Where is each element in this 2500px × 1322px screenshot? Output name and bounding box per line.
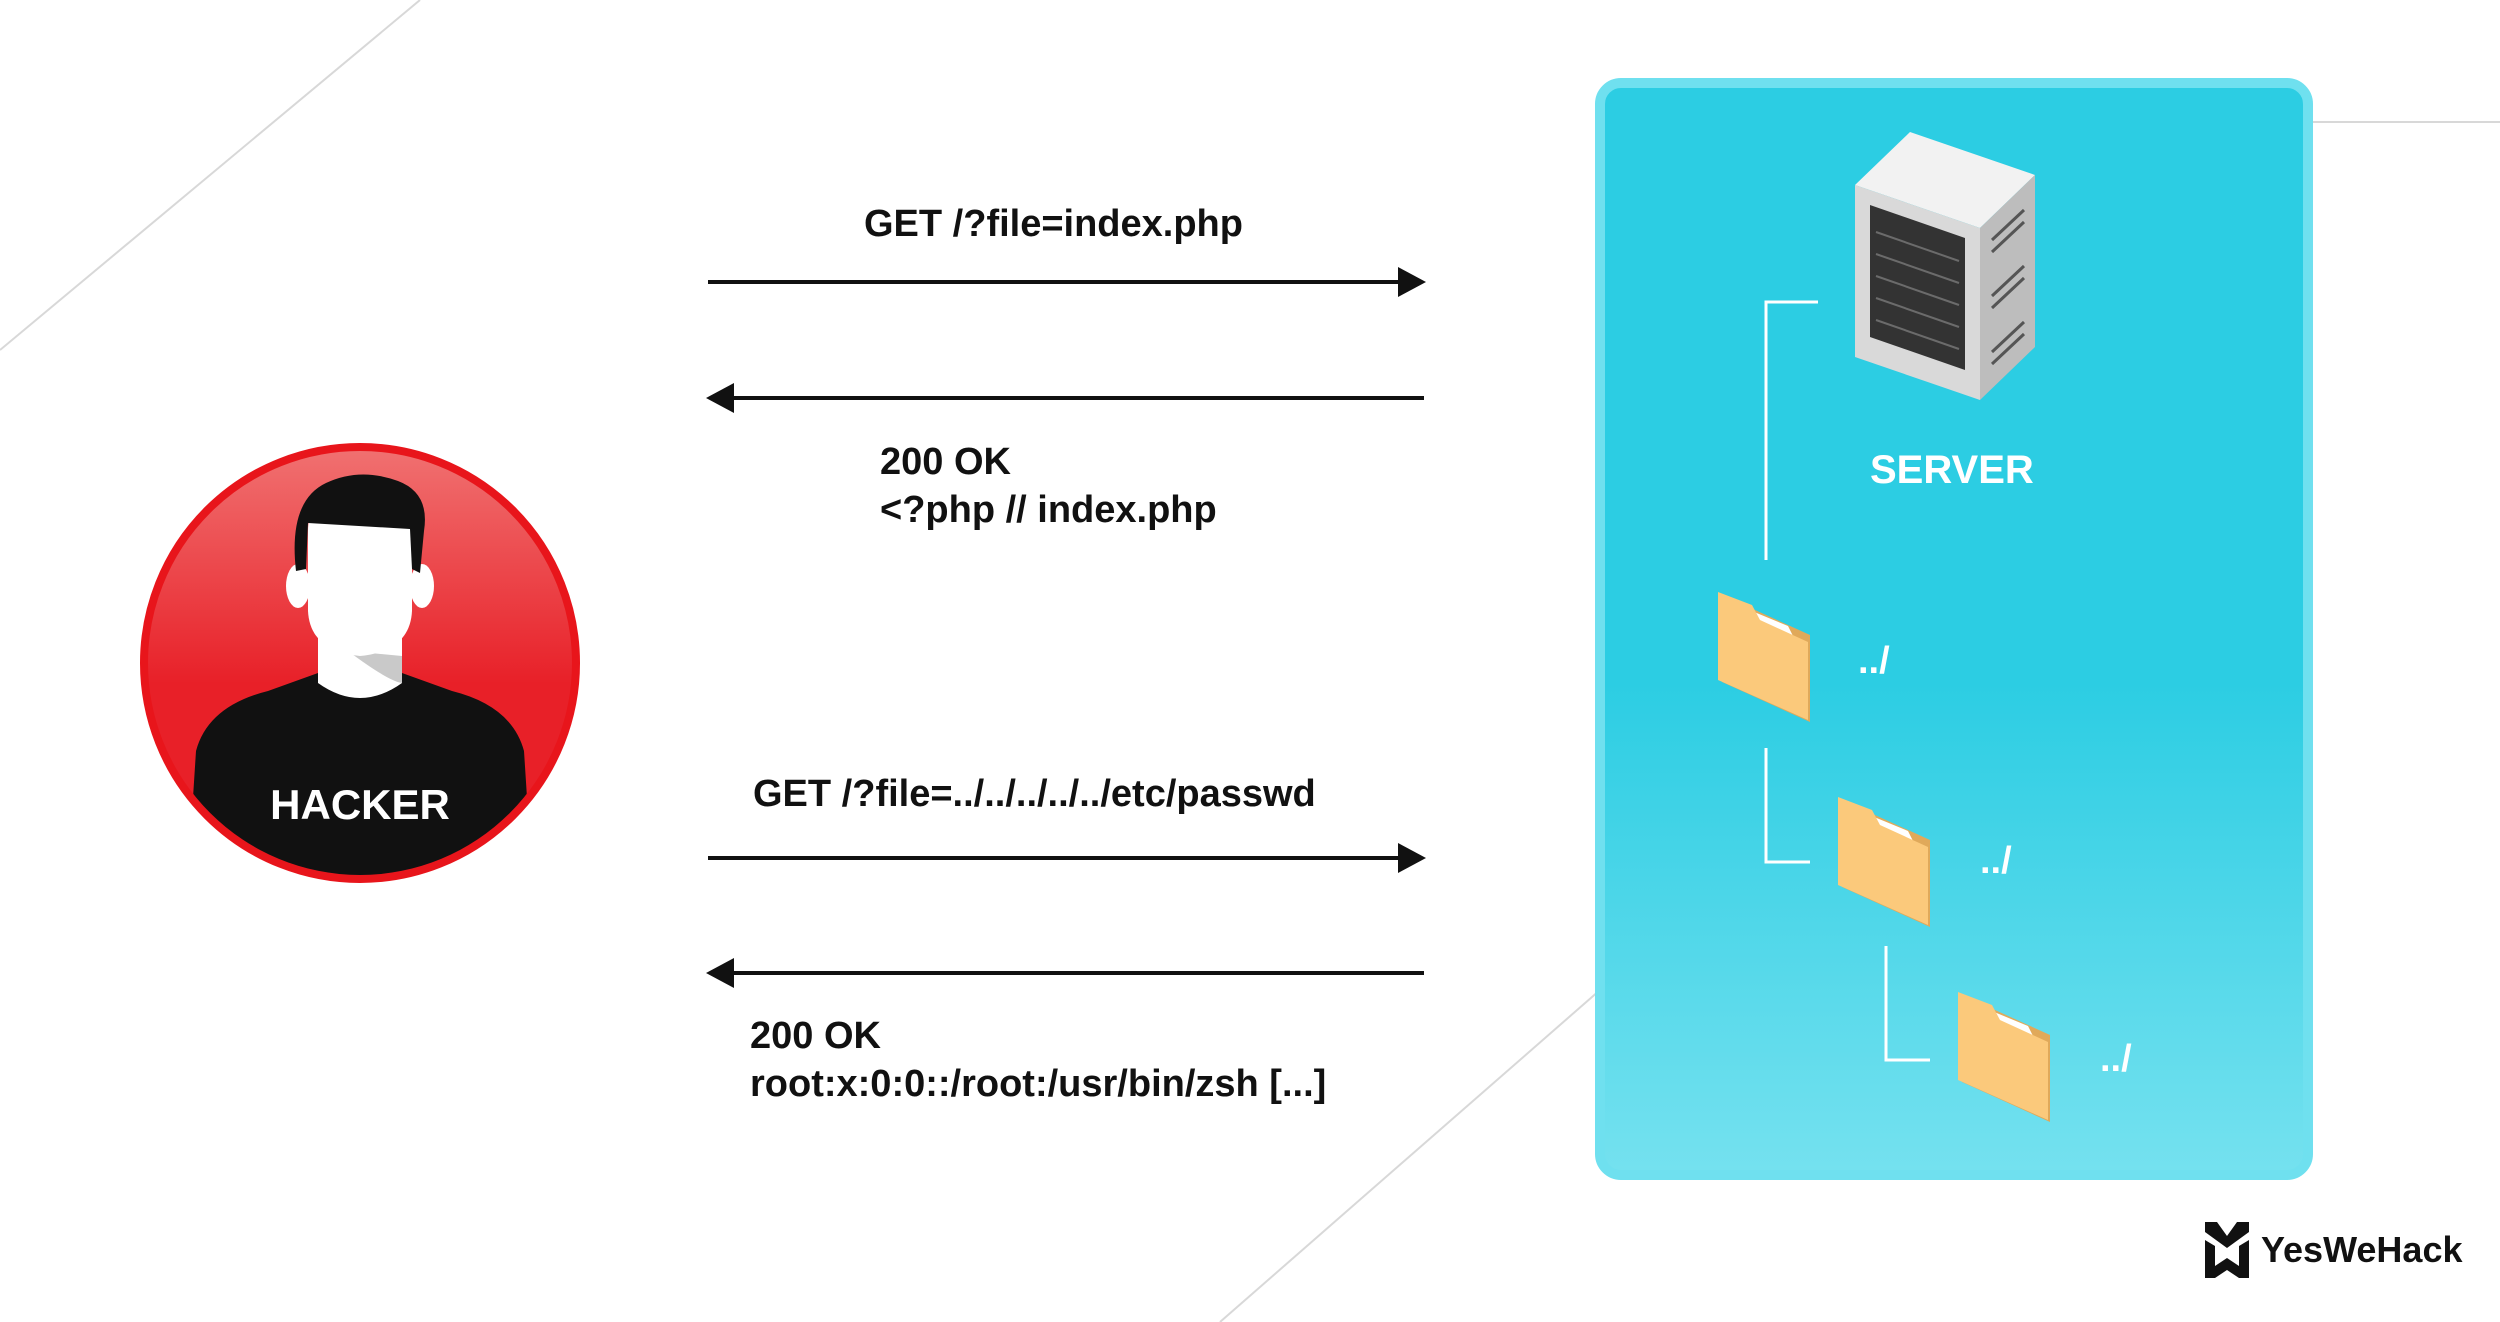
hacker-avatar: HACKER bbox=[140, 443, 580, 883]
hacker-figure-icon bbox=[188, 474, 532, 875]
request-2-arrow bbox=[708, 843, 1426, 873]
folder-2-icon bbox=[1838, 797, 1930, 927]
request-1-arrow bbox=[708, 267, 1426, 297]
response-1-arrow bbox=[706, 383, 1424, 413]
yeswehack-logo: YesWeHack bbox=[2205, 1220, 2462, 1280]
brand-name: YesWeHack bbox=[2261, 1229, 2463, 1270]
response-1-body: <?php // index.php bbox=[880, 489, 1217, 531]
folder-1-icon bbox=[1718, 592, 1810, 722]
response-2-body: root:x:0:0::/root:/usr/bin/zsh [...] bbox=[750, 1063, 1327, 1105]
server-label: SERVER bbox=[1870, 448, 2034, 492]
folder-3-icon bbox=[1958, 992, 2050, 1122]
response-2-status: 200 OK bbox=[750, 1015, 881, 1057]
yeswehack-logo-icon bbox=[2205, 1222, 2249, 1278]
server-rack-icon bbox=[1855, 132, 2035, 400]
tree-connectors bbox=[1764, 300, 1930, 1062]
response-2-arrow bbox=[706, 958, 1424, 988]
request-2-label: GET /?file=../../../../../etc/passwd bbox=[753, 773, 1316, 815]
folder-3-label: ../ bbox=[2100, 1038, 2132, 1080]
hacker-label: HACKER bbox=[270, 781, 450, 828]
folder-1-label: ../ bbox=[1858, 640, 1890, 682]
folder-2-label: ../ bbox=[1980, 840, 2012, 882]
response-1-status: 200 OK bbox=[880, 441, 1011, 483]
request-1-label: GET /?file=index.php bbox=[864, 203, 1243, 245]
